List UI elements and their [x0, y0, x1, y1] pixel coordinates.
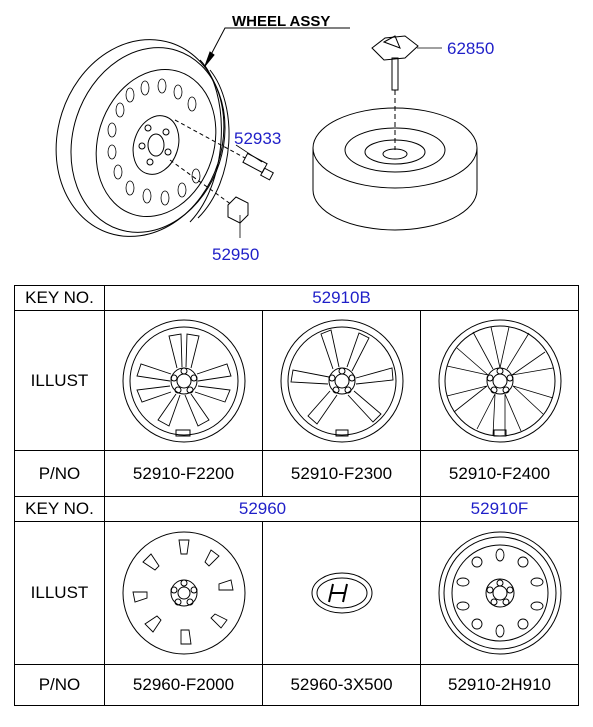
- lug-nut-drawing: [169, 159, 249, 238]
- part-number-cell: 52910-2H910: [420, 664, 579, 706]
- illust-row-1: ILLUST: [14, 310, 579, 451]
- spare-tire-drawing: [312, 90, 478, 231]
- hub-cap-logo-icon: [262, 521, 421, 665]
- steel-wheel-icon: [420, 521, 579, 665]
- pno-label: P/NO: [14, 450, 105, 497]
- alloy-wheel-5-split-spoke-icon: [262, 310, 421, 451]
- parts-table: KEY NO. 52910B ILLUST: [14, 285, 579, 706]
- hold-down-bolt-drawing: [371, 35, 442, 91]
- part-number-cell: 52910-F2200: [104, 450, 263, 497]
- steel-wheel-drawing: [55, 39, 230, 237]
- pno-row-2: P/NO 52960-F2000 52960-3X500 52910-2H910: [14, 664, 579, 706]
- illust-row-2: ILLUST: [14, 521, 579, 665]
- alloy-wheel-multi-spoke-icon: [420, 310, 579, 451]
- exploded-view-diagram: WHEEL ASSY 62850 52933 52950: [0, 0, 593, 264]
- callout-52950: 52950: [212, 245, 260, 264]
- part-number-cell: 52910-F2300: [262, 450, 421, 497]
- part-number-cell: 52910-F2400: [420, 450, 579, 497]
- illust-label: ILLUST: [14, 521, 105, 665]
- diagram-drawing: [55, 27, 478, 238]
- key-no-value: 52910F: [420, 496, 579, 522]
- key-no-value: 52910B: [104, 285, 579, 311]
- callout-62850: 62850: [447, 39, 495, 58]
- wheel-cover-icon: [104, 521, 263, 665]
- key-row-2: KEY NO. 52960 52910F: [14, 496, 579, 522]
- wheel-assy-label: WHEEL ASSY: [232, 13, 331, 30]
- key-no-value: 52960: [104, 496, 421, 522]
- key-no-label: KEY NO.: [14, 285, 105, 311]
- key-row-1: KEY NO. 52910B: [14, 285, 579, 311]
- part-number-cell: 52960-3X500: [262, 664, 421, 706]
- alloy-wheel-5-double-spoke-icon: [104, 310, 263, 451]
- illust-label: ILLUST: [14, 310, 105, 451]
- part-number-cell: 52960-F2000: [104, 664, 263, 706]
- pno-row-1: P/NO 52910-F2200 52910-F2300 52910-F2400: [14, 450, 579, 497]
- key-no-label: KEY NO.: [14, 496, 105, 522]
- callout-52933: 52933: [234, 129, 282, 148]
- pno-label: P/NO: [14, 664, 105, 706]
